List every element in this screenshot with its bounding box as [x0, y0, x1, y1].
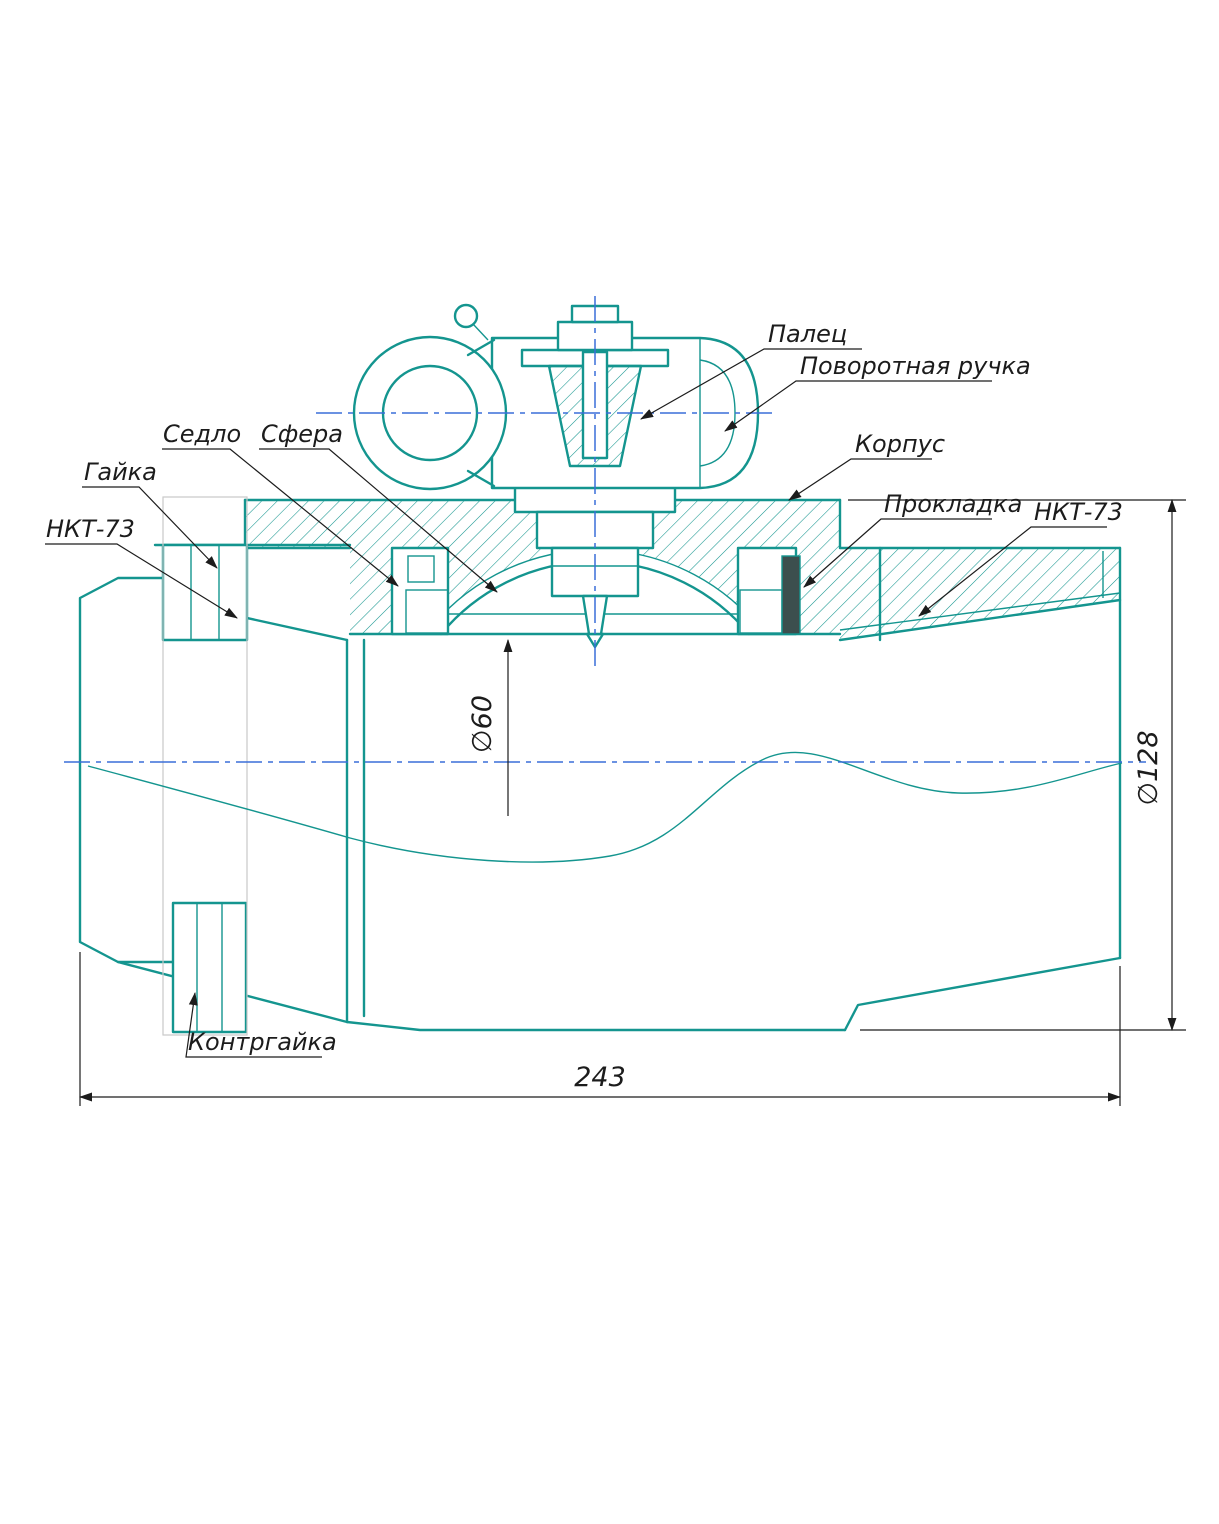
leader-rotary-handle — [724, 380, 992, 432]
gasket-ring — [781, 555, 801, 635]
label-seat: Седло — [163, 420, 241, 448]
leader-lines — [45, 348, 1107, 1058]
leader-pin — [640, 348, 862, 420]
label-sphere: Сфера — [261, 420, 343, 448]
dimension-outer-diameter: ∅128 — [848, 498, 1186, 1032]
valve-body-section — [78, 468, 1122, 1036]
leader-nkt-left — [45, 543, 238, 619]
dimension-outer-diameter-value: ∅128 — [1133, 730, 1164, 805]
pin-hole — [453, 303, 479, 329]
dimension-bore-diameter-value: ∅60 — [467, 695, 498, 753]
label-rotary-handle: Поворотная ручка — [800, 352, 1031, 380]
leader-nkt-right — [918, 526, 1107, 617]
dimension-bore-diameter: ∅60 — [467, 638, 513, 816]
leader-sphere — [259, 448, 498, 593]
seat-left-insert — [405, 589, 449, 634]
right-thread-hatch-area — [840, 548, 1120, 640]
hex-silhouette — [162, 496, 248, 1036]
leader-nut — [82, 486, 218, 569]
callout-labels: Палец Поворотная ручка Седло Сфера Гайка… — [46, 320, 1123, 1056]
seat-right — [736, 546, 801, 636]
dimension-overall-length: 243 — [78, 952, 1122, 1106]
leader-body — [788, 458, 932, 501]
label-nkt-right: НКТ-73 — [1034, 498, 1123, 526]
locknut — [171, 901, 248, 1034]
leader-gasket — [803, 518, 992, 588]
centerlines — [64, 296, 1146, 763]
break-line — [87, 751, 1123, 863]
leader-locknut — [185, 991, 322, 1058]
dimension-length-value: 243 — [574, 1062, 626, 1093]
label-nut: Гайка — [84, 458, 157, 486]
label-body: Корпус — [855, 430, 945, 458]
handle-assembly — [352, 303, 760, 491]
seat-left — [390, 546, 450, 636]
leader-seat — [162, 448, 399, 587]
label-locknut: Контргайка — [188, 1028, 337, 1056]
left-thread-zone — [245, 548, 350, 634]
label-gasket: Прокладка — [884, 490, 1022, 518]
label-nkt-left: НКТ-73 — [46, 515, 135, 543]
label-pin: Палец — [768, 320, 847, 348]
hex-nut — [161, 543, 249, 642]
